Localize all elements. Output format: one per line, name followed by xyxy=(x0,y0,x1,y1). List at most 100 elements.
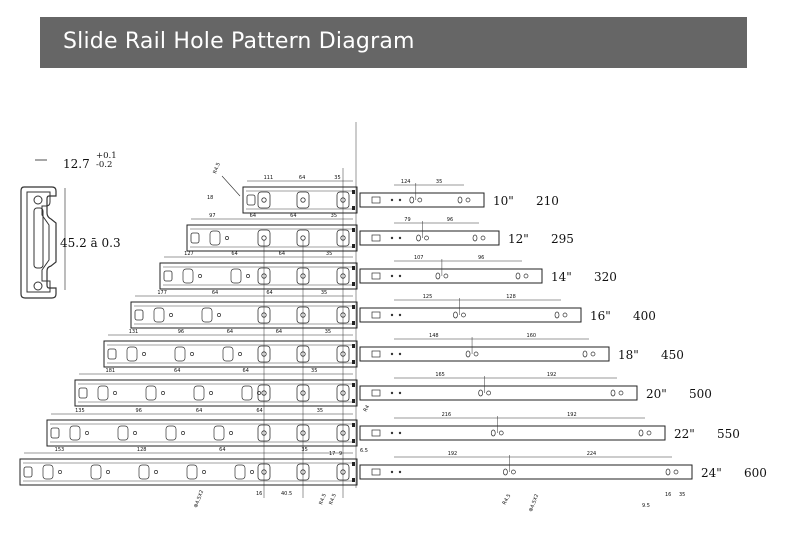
rail-end-slot xyxy=(190,232,200,244)
inner-dim: 64 xyxy=(212,290,218,296)
mounting-slot xyxy=(257,424,271,442)
inner-rail xyxy=(242,186,358,214)
rail-length-label: 600 xyxy=(744,466,767,480)
outer-rail xyxy=(359,385,638,401)
outer-rail-hole xyxy=(417,197,423,203)
inner-dim: 135 xyxy=(75,408,85,414)
rail-length-label: 320 xyxy=(594,270,617,284)
inner-dim: 64 xyxy=(256,408,262,414)
mounting-hole xyxy=(161,391,165,395)
outer-rail xyxy=(359,192,485,208)
bottom-dim: 40.5 xyxy=(281,491,292,497)
profile-center-channel xyxy=(33,207,44,269)
mounting-hole xyxy=(113,391,117,395)
outer-rail-hole xyxy=(465,197,471,203)
rail-end-slot xyxy=(246,194,256,206)
outer-dim: 96 xyxy=(447,217,453,223)
mounting-hole xyxy=(340,390,346,396)
outer-rail-hole xyxy=(424,235,429,241)
inner-dim: 64 xyxy=(299,175,305,181)
outer-rail-hole xyxy=(398,391,402,395)
angle-label: R4.5 xyxy=(212,162,222,175)
mounting-slot xyxy=(69,425,81,441)
outer-dim: 107 xyxy=(414,255,424,261)
hole-callout: Φ4.5X2 xyxy=(528,493,540,512)
rail-end-block xyxy=(352,321,355,325)
outer-dim: 79 xyxy=(404,217,410,223)
outer-rail-hole xyxy=(646,430,652,436)
outer-dim: 124 xyxy=(401,179,411,185)
outer-rail-slot xyxy=(371,196,381,204)
inner-dim: 64 xyxy=(250,213,256,219)
rail-end-block xyxy=(352,244,355,248)
rail-end-block xyxy=(352,282,355,286)
inner-dim: 64 xyxy=(227,329,233,335)
outer-dim: 192 xyxy=(547,372,557,378)
inner-dim: 153 xyxy=(55,447,65,453)
mounting-slot xyxy=(230,268,242,284)
rail-length-label: 400 xyxy=(633,309,656,323)
side-height-label: 18 xyxy=(207,195,213,201)
outer-rail-slot xyxy=(371,272,381,280)
rail-size-label: 22" xyxy=(674,427,695,441)
rail-end-block xyxy=(352,266,355,270)
inner-dim: 97 xyxy=(209,213,215,219)
mounting-hole xyxy=(261,469,267,475)
mounting-slot xyxy=(165,425,177,441)
outer-rail-hole xyxy=(390,313,394,317)
bottom-dim: 17 xyxy=(329,451,335,457)
mounting-hole xyxy=(261,430,267,436)
inner-dim: 96 xyxy=(136,408,142,414)
mounting-slot xyxy=(257,267,271,285)
mounting-slot xyxy=(97,385,109,401)
mounting-slot xyxy=(182,268,194,284)
mounting-slot xyxy=(336,384,350,402)
inner-rail xyxy=(130,301,358,329)
outer-dim: 192 xyxy=(567,412,577,418)
bottom-dim: 9 xyxy=(339,451,342,457)
outer-rail-hole xyxy=(398,198,402,202)
rail-length-label: 210 xyxy=(536,194,559,208)
mounting-hole xyxy=(300,430,306,436)
mounting-hole xyxy=(169,313,173,317)
rail-end-block xyxy=(352,439,355,443)
rail-end-block xyxy=(352,423,355,427)
rail-size-label: 16" xyxy=(590,309,611,323)
rail-size-label: 12" xyxy=(508,232,529,246)
mounting-hole xyxy=(261,273,267,279)
hole-callout: R4.5 xyxy=(318,493,328,506)
inner-dim: 35 xyxy=(331,213,337,219)
inner-dim: 64 xyxy=(174,368,180,374)
mounting-slot xyxy=(257,191,271,209)
outer-rail xyxy=(359,346,610,362)
inner-dim: 64 xyxy=(196,408,202,414)
rail-length-label: 550 xyxy=(717,427,740,441)
mounting-hole xyxy=(85,431,89,435)
profile-outline xyxy=(20,186,57,299)
mounting-slot xyxy=(296,384,310,402)
mounting-slot xyxy=(336,267,350,285)
inner-dim: 111 xyxy=(264,175,274,181)
outer-rail-hole xyxy=(398,236,402,240)
mounting-hole xyxy=(58,470,62,474)
outer-rail xyxy=(359,307,582,323)
rail-end-block xyxy=(352,399,355,403)
inner-dim: 64 xyxy=(219,447,225,453)
mounting-slot xyxy=(336,306,350,324)
outer-rail-hole xyxy=(390,198,394,202)
mounting-slot xyxy=(296,345,310,363)
mounting-slot xyxy=(336,424,350,442)
mounting-slot xyxy=(296,424,310,442)
mounting-hole xyxy=(261,351,267,357)
outer-rail-hole xyxy=(480,235,486,241)
mounting-hole xyxy=(340,235,346,241)
rail-size-label: 24" xyxy=(701,466,722,480)
rail-end-slot xyxy=(163,270,173,282)
outer-rail-slot xyxy=(465,350,471,358)
rail-end-block xyxy=(352,383,355,387)
inner-dim: 96 xyxy=(178,329,184,335)
outer-rail-hole xyxy=(443,273,449,279)
